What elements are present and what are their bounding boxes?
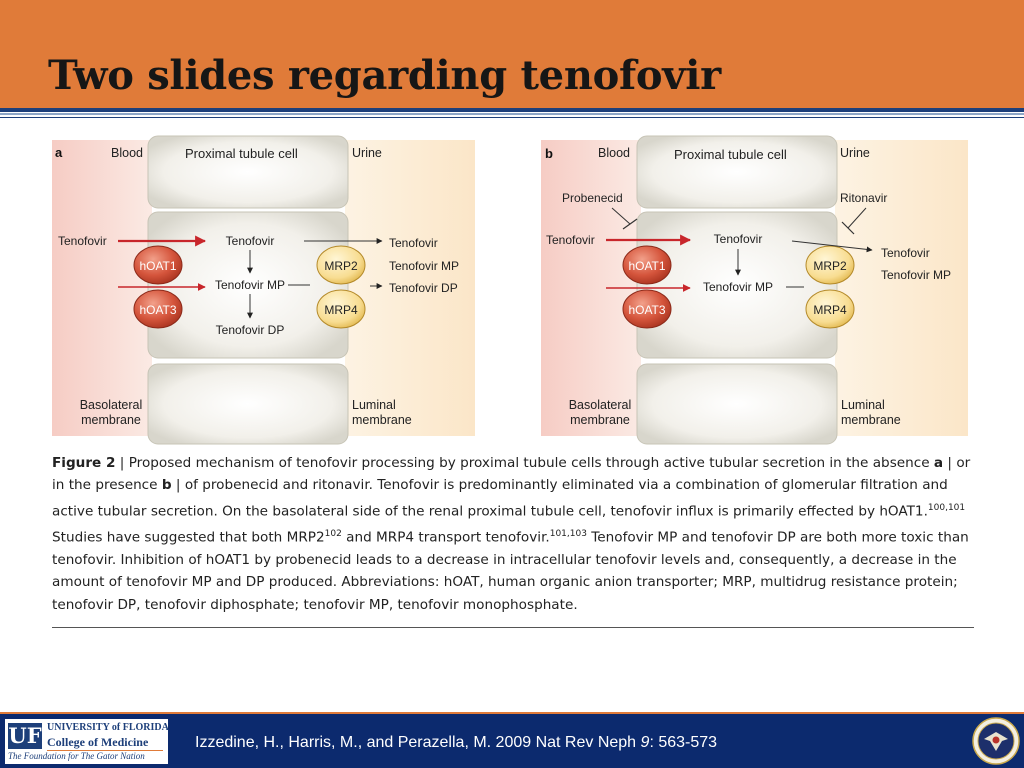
probenecid-inhibition-line bbox=[611, 207, 631, 225]
mrp4-transporter bbox=[805, 289, 855, 329]
logo-tagline: The Foundation for The Gator Nation bbox=[8, 751, 145, 761]
hoat3-label: hOAT3 bbox=[139, 303, 176, 317]
probenecid-label: Probenecid bbox=[562, 191, 623, 205]
intracellular-tenofovir-mp: Tenofovir MP bbox=[703, 280, 773, 294]
efflux-arrow-1 bbox=[791, 240, 873, 253]
mrp4-label: MRP4 bbox=[813, 303, 847, 317]
figure-caption: Figure 2 | Proposed mechanism of tenofov… bbox=[52, 452, 982, 616]
membrane-label: membrane bbox=[81, 413, 141, 427]
citation-pages: : 563-573 bbox=[649, 734, 718, 751]
slide-footer bbox=[0, 714, 1024, 768]
basolateral-label: Basolateral bbox=[80, 398, 143, 412]
caption-panel-b: b bbox=[161, 477, 172, 494]
header-divider-thin bbox=[0, 113, 1024, 115]
university-name: UNIVERSITY of FLORIDA bbox=[47, 722, 169, 733]
caption-divider bbox=[52, 627, 974, 628]
hoat1-label: hOAT1 bbox=[628, 259, 665, 273]
urine-region bbox=[835, 140, 968, 436]
panel-letter: b bbox=[545, 146, 553, 161]
caption-reference: 100,101 bbox=[927, 502, 966, 513]
citation-authors: Izzedine, H., Harris, M., and Perazella,… bbox=[195, 734, 641, 751]
caption-text: Studies have suggested that both MRP2 bbox=[52, 529, 325, 546]
mrp2-label: MRP2 bbox=[324, 259, 358, 273]
membrane-label: membrane bbox=[841, 413, 901, 427]
blood-label: Blood bbox=[111, 146, 143, 160]
intracellular-tenofovir-mp: Tenofovir MP bbox=[215, 278, 285, 292]
tenofovir-blood-label: Tenofovir bbox=[58, 234, 107, 248]
urine-tenofovir-mp: Tenofovir MP bbox=[389, 259, 459, 273]
intracellular-tenofovir-dp: Tenofovir DP bbox=[216, 323, 285, 337]
tenofovir-mechanism-figure: a Blood Proximal tubule cell Urine Tenof… bbox=[52, 135, 968, 445]
ritonavir-inhibition-bar bbox=[841, 221, 855, 235]
ritonavir-inhibition-line bbox=[847, 207, 867, 229]
hoat3-transporter bbox=[133, 289, 183, 329]
probenecid-inhibition-bar bbox=[622, 218, 638, 230]
luminal-label: Luminal bbox=[841, 398, 885, 412]
cell-bottom bbox=[636, 363, 838, 445]
citation-volume: 9 bbox=[640, 734, 650, 751]
slide-header bbox=[0, 0, 1024, 108]
caption-reference: 102 bbox=[324, 528, 342, 539]
footer-accent-line bbox=[0, 712, 1024, 714]
panel-b: b Blood Proximal tubule cell Urine Probe… bbox=[541, 135, 968, 445]
cell-bottom bbox=[147, 363, 349, 445]
caption-text: and MRP4 transport tenofovir. bbox=[341, 529, 550, 546]
cell-label: Proximal tubule cell bbox=[185, 146, 298, 161]
ritonavir-label: Ritonavir bbox=[840, 191, 887, 205]
header-divider-line bbox=[0, 117, 1024, 118]
panel-letter: a bbox=[55, 145, 63, 160]
blood-region bbox=[52, 140, 152, 436]
urine-label: Urine bbox=[352, 146, 382, 160]
blood-label: Blood bbox=[598, 146, 630, 160]
membrane-label: membrane bbox=[570, 413, 630, 427]
header-divider bbox=[0, 108, 1024, 112]
college-name: College of Medicine bbox=[47, 735, 149, 749]
citation: Izzedine, H., Harris, M., and Perazella,… bbox=[195, 734, 717, 752]
proximal-tubule-cell bbox=[636, 211, 838, 359]
urine-tenofovir-dp: Tenofovir DP bbox=[389, 281, 458, 295]
cell-label: Proximal tubule cell bbox=[674, 147, 787, 162]
mrp2-transporter bbox=[805, 245, 855, 285]
intracellular-tenofovir: Tenofovir bbox=[226, 234, 275, 248]
luminal-label: Luminal bbox=[352, 398, 396, 412]
urine-tenofovir: Tenofovir bbox=[881, 246, 930, 260]
urine-region bbox=[345, 140, 475, 436]
figure-label: Figure 2 bbox=[52, 455, 116, 471]
urine-tenofovir-mp: Tenofovir MP bbox=[881, 268, 951, 282]
caption-reference: 101,103 bbox=[549, 528, 587, 539]
cell-top bbox=[147, 135, 349, 209]
caption-panel-a: a bbox=[933, 455, 944, 471]
mrp2-label: MRP2 bbox=[813, 259, 847, 273]
hoat3-transporter bbox=[622, 289, 672, 329]
logo-divider bbox=[47, 750, 163, 751]
tenofovir-blood-label: Tenofovir bbox=[546, 233, 595, 247]
uf-logo-mark: UF bbox=[8, 723, 42, 749]
slide-title: Two slides regarding tenofovir bbox=[48, 52, 721, 99]
basolateral-label: Basolateral bbox=[569, 398, 632, 412]
caption-text: | of probenecid and ritonavir. Tenofovir… bbox=[52, 477, 948, 520]
urine-tenofovir: Tenofovir bbox=[389, 236, 438, 250]
panel-a: a Blood Proximal tubule cell Urine Tenof… bbox=[52, 135, 475, 445]
hoat3-label: hOAT3 bbox=[628, 303, 665, 317]
mrp4-label: MRP4 bbox=[324, 303, 358, 317]
hoat1-transporter bbox=[133, 245, 183, 285]
uf-college-of-medicine-logo: UF UNIVERSITY of FLORIDA College of Medi… bbox=[5, 719, 169, 764]
hoat1-transporter bbox=[622, 245, 672, 285]
proximal-tubule-cell bbox=[147, 211, 349, 359]
mrp2-transporter bbox=[316, 245, 366, 285]
mrp4-transporter bbox=[316, 289, 366, 329]
caption-text: | or in the presence bbox=[52, 455, 971, 494]
hoat1-label: hOAT1 bbox=[139, 259, 176, 273]
va-seal-icon bbox=[972, 717, 1020, 765]
caption-text: | Proposed mechanism of tenofovir proces… bbox=[115, 455, 934, 471]
urine-label: Urine bbox=[840, 146, 870, 160]
membrane-label: membrane bbox=[352, 413, 412, 427]
intracellular-tenofovir: Tenofovir bbox=[714, 232, 763, 246]
caption-text: Tenofovir MP and tenofovir DP are both m… bbox=[52, 529, 969, 613]
cell-top bbox=[636, 135, 838, 209]
